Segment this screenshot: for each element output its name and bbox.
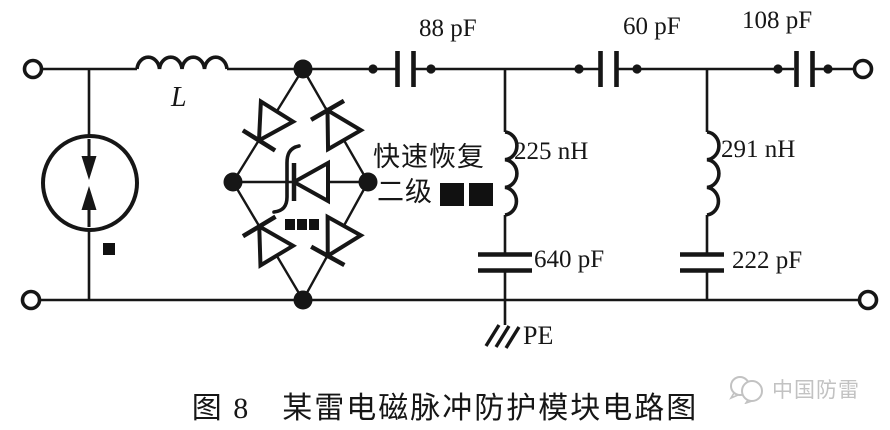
terminals (20, 58, 879, 311)
label-capacitor-108pf: 108 pF (742, 7, 813, 34)
label-fast-recovery-line1: 快速恢复 (373, 142, 485, 172)
arrow-down-icon (81, 156, 97, 180)
watermark-text: 中国防雷 (772, 379, 860, 402)
label-capacitor-88pf: 88 pF (419, 15, 477, 42)
shunt-inductor-291nh-coil (706, 130, 721, 217)
label-capacitor-60pf: 60 pF (623, 13, 681, 40)
bridge-diode-top-left (243, 102, 293, 151)
fast-recovery-curve-mark (272, 144, 301, 214)
label-inductor-225nh: 225 nH (514, 138, 589, 165)
pe-ground-icon (484, 324, 521, 349)
capacitor-222pf-plates (680, 252, 724, 273)
capacitor-108pf-plates (794, 51, 815, 87)
surge-current-source (41, 134, 139, 232)
label-pe-ground: PE (523, 321, 554, 350)
label-capacitor-222pf: 222 pF (732, 247, 803, 274)
censor-blocks (103, 183, 493, 255)
label-inductor-291nh: 291 nH (721, 136, 796, 163)
terminal-output-top (852, 58, 874, 80)
center-fast-recovery-diode (294, 163, 328, 201)
shunt-inductor-225nh-coil (504, 130, 519, 217)
label-capacitor-640pf: 640 pF (534, 246, 605, 273)
series-inductor-coil (135, 55, 229, 70)
terminal-input-bottom (20, 289, 42, 311)
wires (40, 67, 859, 325)
arrow-up-icon (81, 186, 97, 210)
capacitor-640pf-plates (478, 252, 532, 273)
terminal-input-top (22, 58, 44, 80)
label-fast-recovery-line2: 二级 (377, 177, 433, 207)
capacitor-88pf-plates (395, 51, 416, 87)
bridge-diode-top-right (311, 101, 361, 149)
series-capacitors (395, 51, 815, 87)
label-series-inductor: L (171, 82, 187, 113)
watermark: 中国防雷 (728, 374, 860, 404)
terminal-output-bottom (857, 289, 879, 311)
shunt-capacitors (478, 252, 724, 273)
figure-caption: 图 8 某雷电磁脉冲防护模块电路图 (191, 392, 699, 425)
capacitor-60pf-plates (598, 51, 619, 87)
chat-bubbles-logo-icon (729, 376, 763, 404)
capacitor-lead-dots (368, 64, 833, 74)
bridge-junction-dots (223, 59, 378, 310)
